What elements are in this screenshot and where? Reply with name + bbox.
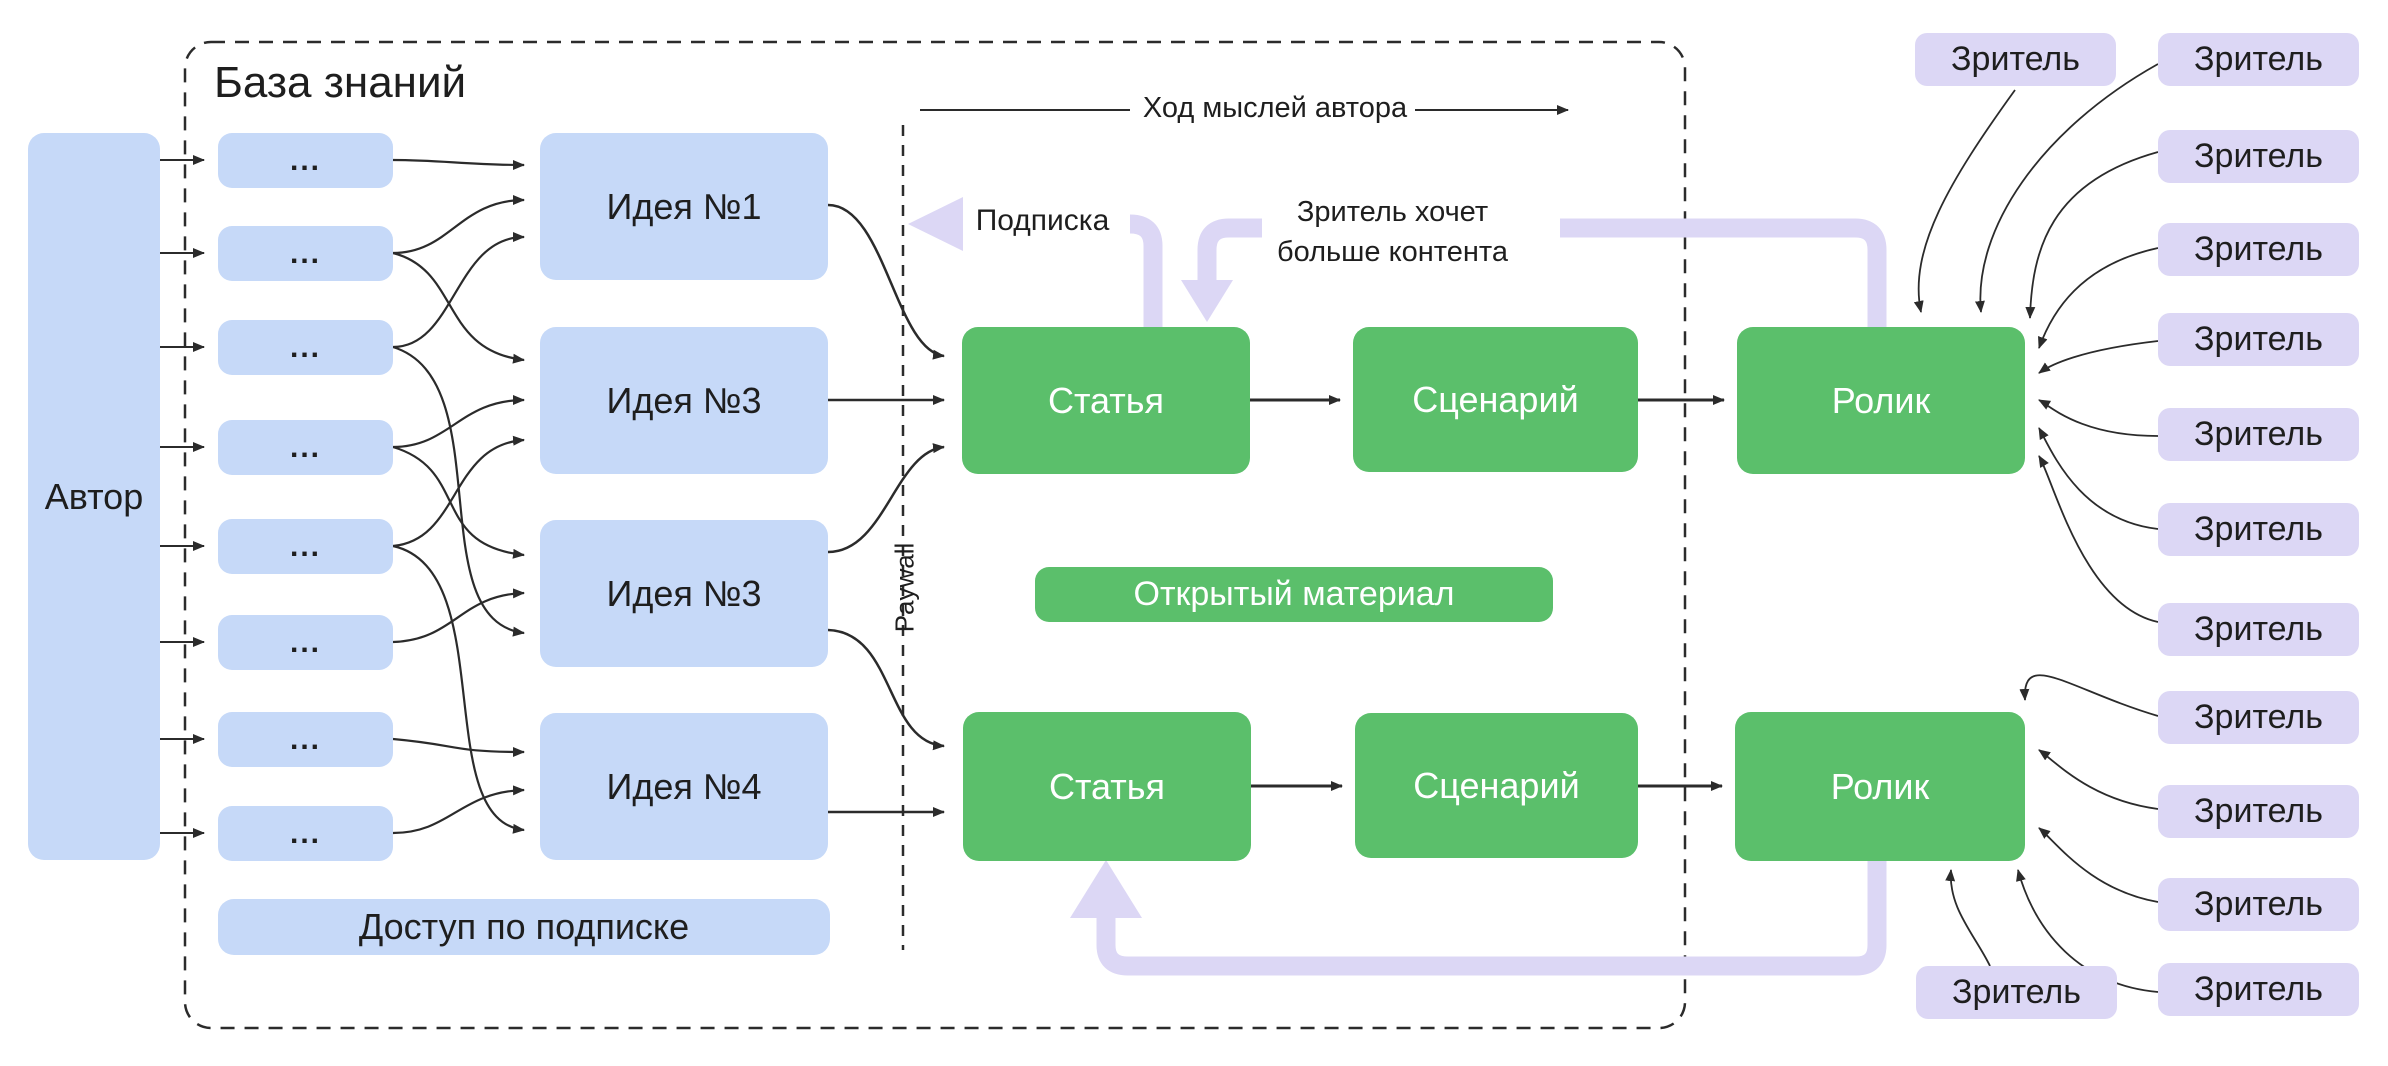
knowledge-base-container xyxy=(183,40,1687,1030)
viewer-box: Зритель xyxy=(1915,33,2116,86)
viewer-box: Зритель xyxy=(2158,963,2359,1016)
note-box: ... xyxy=(218,420,393,475)
subscription-label: Подписка xyxy=(975,204,1110,237)
article-box-bottom: Статья xyxy=(963,712,1251,861)
paywall-label: Paywall xyxy=(889,542,920,633)
viewer-box: Зритель xyxy=(2158,691,2359,744)
note-box: ... xyxy=(218,320,393,375)
viewer-box: Зритель xyxy=(2158,33,2359,86)
subscription-arrow xyxy=(908,197,1163,327)
idea-box-2: Идея №3 xyxy=(540,327,828,474)
note-idea-links xyxy=(392,158,525,835)
script-box-bottom: Сценарий xyxy=(1355,713,1638,858)
viewer-box: Зритель xyxy=(2158,878,2359,931)
viewer-wants-label: Зритель хочет больше контента xyxy=(1255,192,1530,272)
subscription-access-box: Доступ по подписке xyxy=(218,899,830,955)
viewer-box: Зритель xyxy=(2158,223,2359,276)
viewer-box: Зритель xyxy=(2158,503,2359,556)
viewer-box: Зритель xyxy=(1916,966,2117,1019)
script-box-top: Сценарий xyxy=(1353,327,1638,472)
note-box: ... xyxy=(218,133,393,188)
note-box: ... xyxy=(218,712,393,767)
idea-box-3: Идея №3 xyxy=(540,520,828,667)
viewer-box: Зритель xyxy=(2158,313,2359,366)
note-box: ... xyxy=(218,806,393,861)
viewer-box: Зритель xyxy=(2158,408,2359,461)
video-box-bottom: Ролик xyxy=(1735,712,2025,861)
knowledge-base-title: База знаний xyxy=(214,58,467,107)
author-box: Автор xyxy=(28,133,160,860)
note-box: ... xyxy=(218,226,393,281)
viewer-wants-line-2: больше контента xyxy=(1277,236,1508,268)
viewer-box: Зритель xyxy=(2158,785,2359,838)
idea-box-4: Идея №4 xyxy=(540,713,828,860)
viewer-box: Зритель xyxy=(2158,603,2359,656)
open-material-box: Открытый материал xyxy=(1035,567,1553,622)
viewer-wants-line-1: Зритель хочет xyxy=(1296,196,1489,228)
viewer-feedback-path-top xyxy=(1181,218,1887,327)
author-note-arrows xyxy=(160,155,205,838)
article-box-top: Статья xyxy=(962,327,1250,474)
pipeline-arrows xyxy=(1250,395,1725,791)
viewer-feedback-path-bottom xyxy=(1070,858,1887,976)
video-box-top: Ролик xyxy=(1737,327,2025,474)
thought-flow-label: Ход мыслей автора xyxy=(1142,92,1408,124)
note-box: ... xyxy=(218,519,393,574)
note-box: ... xyxy=(218,615,393,670)
viewer-video-links xyxy=(1913,63,2159,993)
idea-article-links xyxy=(827,203,945,817)
viewer-box: Зритель xyxy=(2158,130,2359,183)
idea-box-1: Идея №1 xyxy=(540,133,828,280)
